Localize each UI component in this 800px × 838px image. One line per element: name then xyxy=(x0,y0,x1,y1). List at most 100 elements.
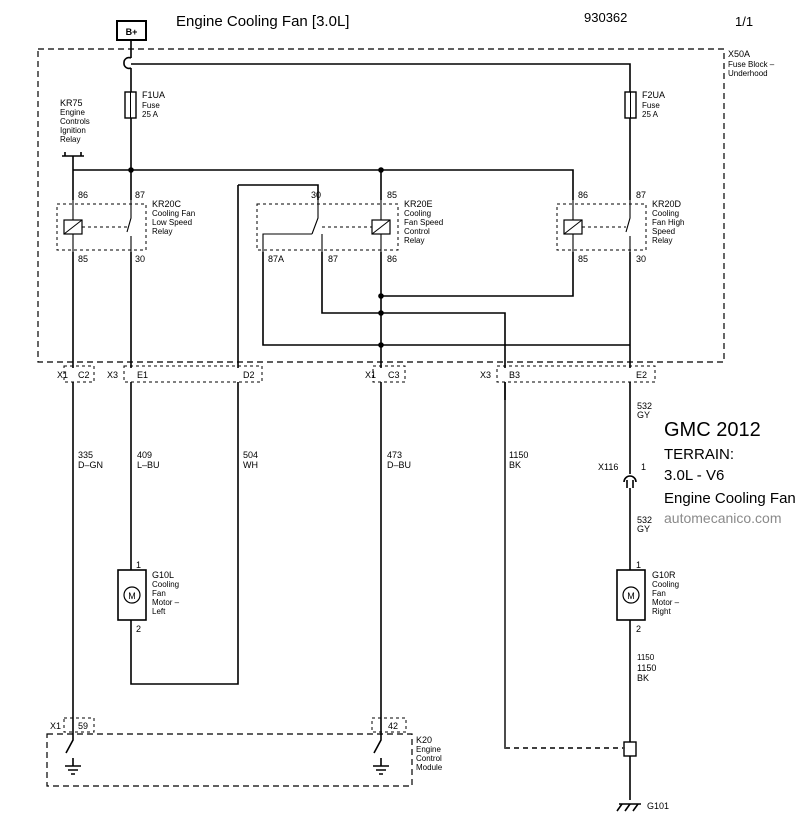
svg-text:Cooling: Cooling xyxy=(652,580,679,589)
svg-text:Relay: Relay xyxy=(60,135,80,144)
svg-text:532: 532 xyxy=(637,515,652,525)
svg-text:Control: Control xyxy=(416,754,442,763)
svg-text:Underhood: Underhood xyxy=(728,69,768,78)
svg-text:Relay: Relay xyxy=(652,236,672,245)
relay-kr20e: 30 85 87A 87 86 KR20E Cooling Fan Speed … xyxy=(256,190,443,264)
info-brand: GMC 2012 xyxy=(664,419,761,441)
svg-text:30: 30 xyxy=(311,190,321,200)
svg-text:KR20D: KR20D xyxy=(652,199,682,209)
svg-text:X116: X116 xyxy=(598,462,618,472)
relay-kr20d: 86 87 85 30 KR20D Cooling Fan High Speed… xyxy=(556,190,684,264)
ground-wire-dashed-link xyxy=(504,382,625,749)
svg-text:Speed: Speed xyxy=(652,227,675,236)
ignition-relay-kr75: KR75 Engine Controls Ignition Relay xyxy=(60,98,90,170)
svg-text:Motor –: Motor – xyxy=(652,598,680,607)
svg-text:Cooling: Cooling xyxy=(652,209,679,218)
relay-kr20c: 86 87 85 30 KR20C Cooling Fan Low Speed … xyxy=(56,190,195,264)
svg-text:Controls: Controls xyxy=(60,117,90,126)
wire-label-532-top: 532 GY xyxy=(637,401,652,420)
svg-text:86: 86 xyxy=(387,254,397,264)
svg-text:Low Speed: Low Speed xyxy=(152,218,192,227)
svg-text:BK: BK xyxy=(637,673,649,683)
svg-text:X3: X3 xyxy=(480,370,491,380)
svg-text:G10R: G10R xyxy=(652,570,676,580)
svg-text:GY: GY xyxy=(637,524,650,534)
wire-label-473: 473 D–BU xyxy=(387,450,411,470)
page-indicator: 1/1 xyxy=(735,14,753,29)
motor-g10r: 1 M 2 G10R Cooling Fan Motor – Right xyxy=(616,560,680,634)
svg-text:D2: D2 xyxy=(243,370,255,380)
svg-text:Fan: Fan xyxy=(152,589,166,598)
svg-text:86: 86 xyxy=(78,190,88,200)
svg-text:G10L: G10L xyxy=(152,570,174,580)
svg-text:85: 85 xyxy=(387,190,397,200)
svg-text:X1: X1 xyxy=(57,370,68,380)
wire-label-1150-left: 1150 BK xyxy=(509,450,528,470)
svg-text:532: 532 xyxy=(637,401,652,411)
svg-text:87A: 87A xyxy=(268,254,284,264)
svg-text:1: 1 xyxy=(136,560,141,570)
svg-text:Relay: Relay xyxy=(152,227,172,236)
battery-feed xyxy=(123,40,631,92)
vehicle-info: GMC 2012 TERRAIN: 3.0L - V6 Engine Cooli… xyxy=(664,419,796,526)
svg-text:473: 473 xyxy=(387,450,402,460)
svg-text:Engine: Engine xyxy=(416,745,441,754)
svg-text:D–BU: D–BU xyxy=(387,460,411,470)
svg-text:KR20E: KR20E xyxy=(404,199,433,209)
svg-text:1: 1 xyxy=(636,560,641,570)
ground-g101: G101 xyxy=(616,741,669,812)
svg-text:1150: 1150 xyxy=(637,653,655,662)
svg-text:M: M xyxy=(627,591,635,601)
svg-text:86: 86 xyxy=(578,190,588,200)
wire-label-532-bottom: 532 GY xyxy=(637,515,652,534)
watermark: automecanico.com xyxy=(664,510,782,526)
svg-text:Ignition: Ignition xyxy=(60,126,86,135)
svg-text:87: 87 xyxy=(636,190,646,200)
svg-text:409: 409 xyxy=(137,450,152,460)
info-engine: 3.0L - V6 xyxy=(664,467,724,484)
svg-text:C2: C2 xyxy=(78,370,90,380)
diagram-number: 930362 xyxy=(584,10,627,25)
svg-text:Fuse Block –: Fuse Block – xyxy=(728,60,775,69)
svg-text:1150: 1150 xyxy=(509,450,528,460)
connectors-top-row: X1 C2 X3 E1 D2 X1 C3 X3 B3 E2 xyxy=(57,365,656,383)
svg-text:Cooling: Cooling xyxy=(152,580,179,589)
svg-text:F1UA: F1UA xyxy=(142,90,165,100)
svg-text:Cooling: Cooling xyxy=(404,209,431,218)
svg-text:K20: K20 xyxy=(416,735,432,745)
fuse-f2ua: F2UA Fuse 25 A xyxy=(624,90,665,119)
wire-label-504: 504 WH xyxy=(243,450,258,470)
battery-label: B+ xyxy=(126,27,138,37)
svg-text:Right: Right xyxy=(652,607,671,616)
svg-text:D–GN: D–GN xyxy=(78,460,103,470)
svg-text:X50A: X50A xyxy=(728,49,750,59)
svg-text:30: 30 xyxy=(636,254,646,264)
wire-label-1150-right: 1150 1150 BK xyxy=(637,653,656,683)
wire-label-409: 409 L–BU xyxy=(137,450,160,470)
svg-text:KR75: KR75 xyxy=(60,98,83,108)
svg-text:BK: BK xyxy=(509,460,521,470)
wire-label-335: 335 D–GN xyxy=(78,450,103,470)
svg-text:2: 2 xyxy=(136,624,141,634)
fuse-f1ua: F1UA Fuse 25 A xyxy=(124,90,165,119)
svg-text:42: 42 xyxy=(388,721,398,731)
inline-connector-x116: X116 1 xyxy=(598,462,646,488)
svg-text:Motor –: Motor – xyxy=(152,598,180,607)
svg-text:X1: X1 xyxy=(50,721,61,731)
ecm-k20: X1 59 42 K20 Engine Control Module xyxy=(46,716,443,787)
svg-text:M: M xyxy=(128,591,136,601)
svg-text:85: 85 xyxy=(78,254,88,264)
svg-text:Fuse: Fuse xyxy=(142,101,160,110)
svg-text:335: 335 xyxy=(78,450,93,460)
svg-text:E1: E1 xyxy=(137,370,148,380)
svg-text:X3: X3 xyxy=(107,370,118,380)
svg-text:25 A: 25 A xyxy=(642,110,659,119)
svg-text:Fan Speed: Fan Speed xyxy=(404,218,443,227)
svg-text:25 A: 25 A xyxy=(142,110,159,119)
svg-text:Fuse: Fuse xyxy=(642,101,660,110)
svg-text:87: 87 xyxy=(135,190,145,200)
svg-text:Fan: Fan xyxy=(652,589,666,598)
svg-text:L–BU: L–BU xyxy=(137,460,160,470)
svg-text:E2: E2 xyxy=(636,370,647,380)
